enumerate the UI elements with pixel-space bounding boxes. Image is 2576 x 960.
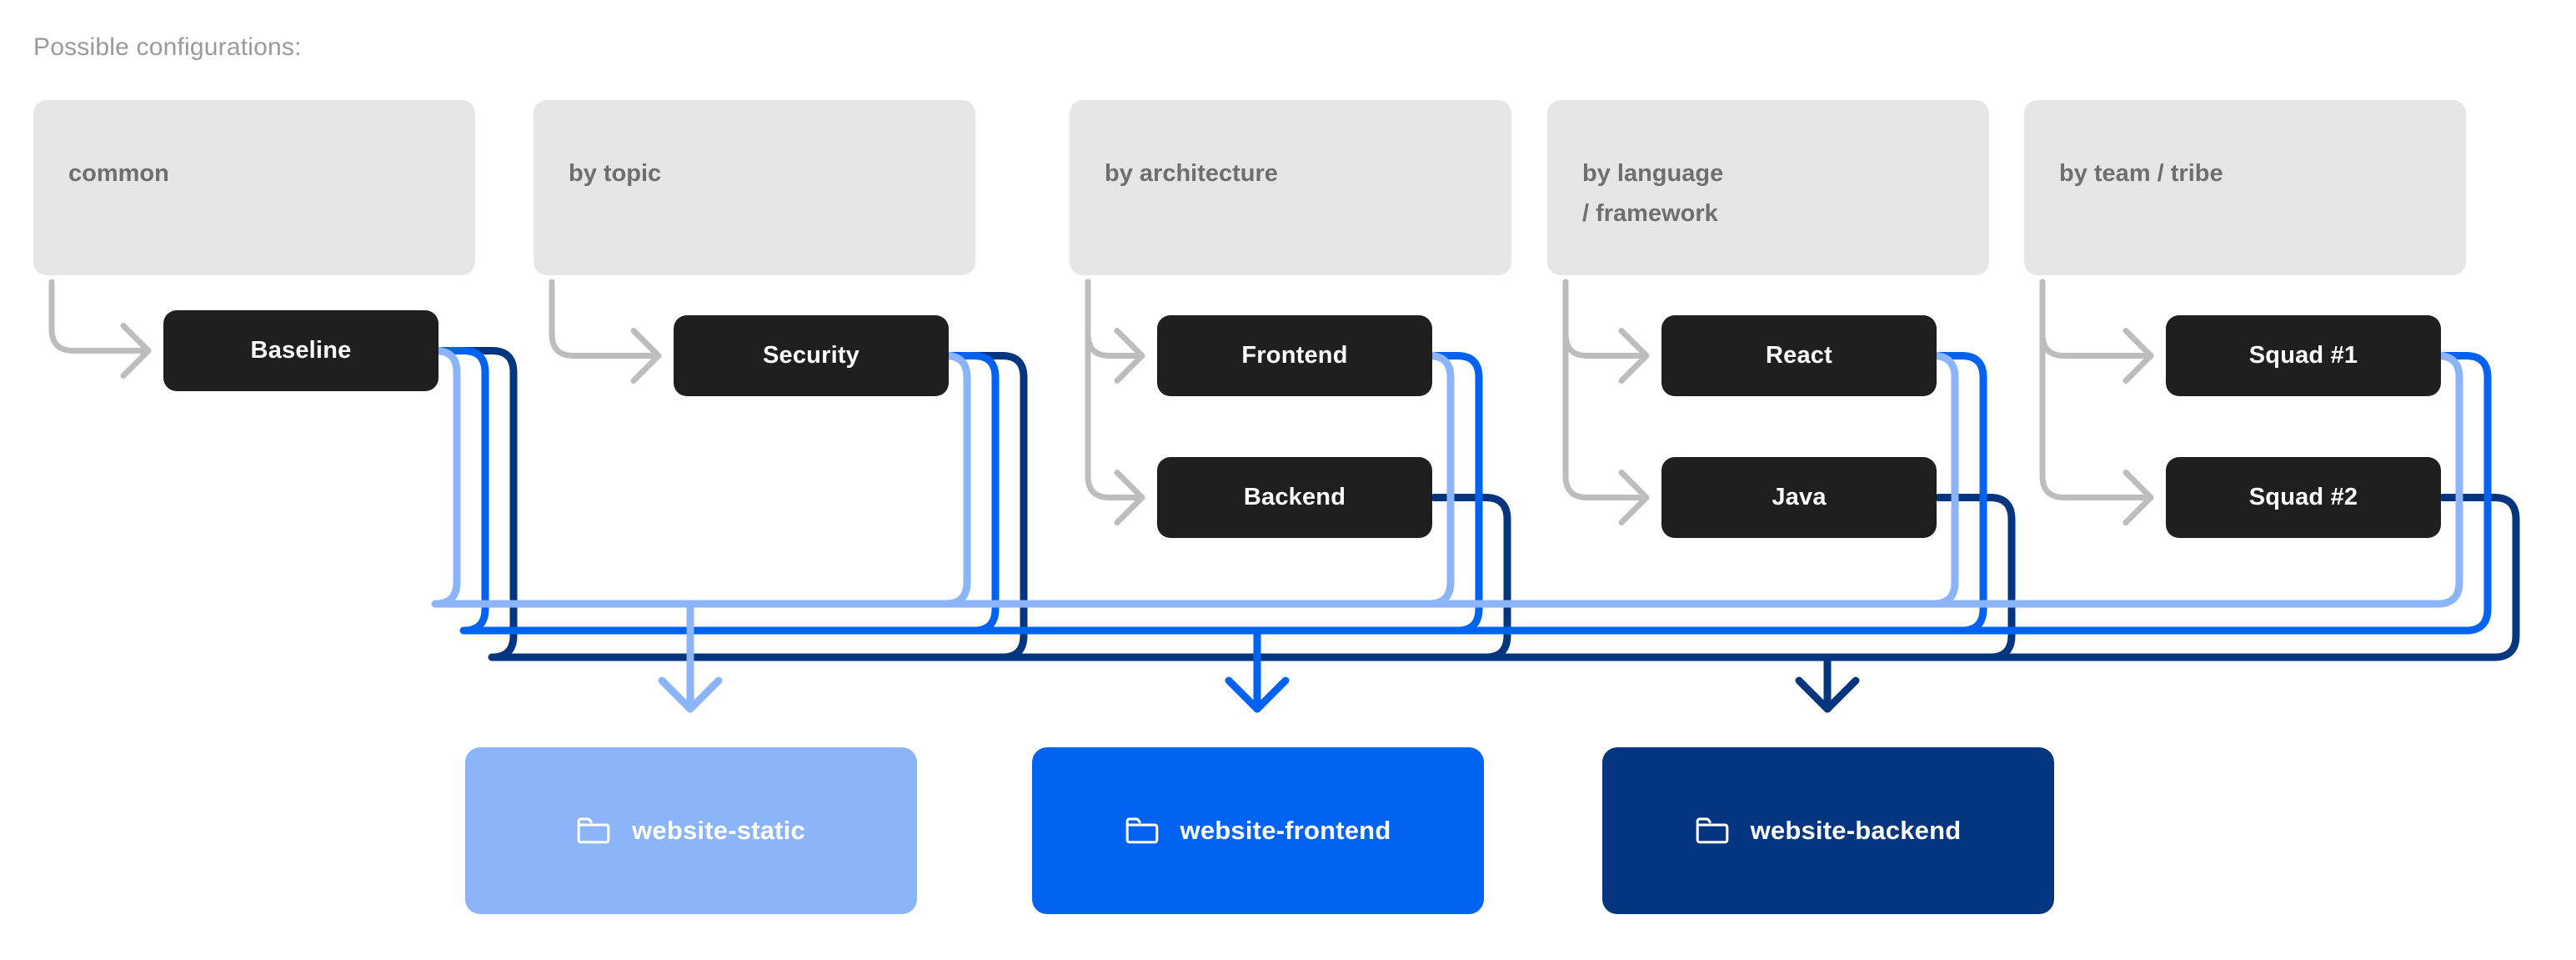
node-box-react[interactable]: React	[1661, 315, 1937, 396]
folder-icon	[1696, 817, 1728, 844]
repo-card-label: website-static	[632, 816, 805, 845]
category-panel-1: by topic	[534, 100, 975, 275]
grey-arrowhead-icon	[1114, 328, 1145, 384]
node-box-label: Security	[762, 342, 860, 369]
wire-light-blue	[431, 347, 694, 608]
arrowhead-icon-medium-blue	[1225, 676, 1290, 713]
wire-dark-blue	[436, 347, 1832, 661]
node-box-squad-1[interactable]: Squad #1	[2166, 315, 2441, 396]
repo-card-label: website-backend	[1750, 816, 1962, 845]
node-box-baseline[interactable]: Baseline	[163, 310, 439, 391]
repo-card-website-frontend[interactable]: website-frontend	[1032, 747, 1484, 914]
grey-elbow-connector	[549, 279, 662, 359]
grey-arrowhead-icon	[630, 328, 662, 384]
node-box-label: Frontend	[1241, 342, 1348, 369]
category-panel-label: by topic	[569, 160, 662, 187]
grey-arrowhead-icon	[120, 323, 152, 379]
grey-elbow-connector	[2039, 279, 2154, 359]
node-box-label: React	[1766, 342, 1832, 369]
grey-elbow-connector	[1085, 279, 1145, 359]
node-box-label: Backend	[1243, 484, 1346, 510]
grey-elbow-connector	[2039, 279, 2154, 500]
node-box-security[interactable]: Security	[674, 315, 949, 396]
repo-card-label: website-frontend	[1180, 816, 1391, 845]
folder-icon	[1125, 817, 1158, 844]
grey-arrowhead-icon	[1618, 470, 1650, 525]
folder-icon	[577, 817, 610, 844]
grey-elbow-connector	[1562, 279, 1650, 359]
grey-elbow-connector	[48, 279, 152, 354]
grey-arrowhead-icon	[1618, 328, 1650, 384]
node-box-backend[interactable]: Backend	[1157, 457, 1432, 538]
node-box-label: Squad #2	[2248, 484, 2358, 510]
repo-card-website-static[interactable]: website-static	[465, 747, 917, 914]
category-panel-label: common	[68, 160, 169, 187]
grey-elbow-connector	[1562, 279, 1650, 500]
category-panel-3: by language / framework	[1547, 100, 1989, 275]
category-panel-label: by language / framework	[1582, 160, 1724, 227]
category-panel-2: by architecture	[1070, 100, 1511, 275]
node-box-label: Java	[1772, 484, 1827, 510]
category-panel-0: common	[33, 100, 475, 275]
node-box-label: Baseline	[250, 337, 352, 364]
node-box-frontend[interactable]: Frontend	[1157, 315, 1432, 396]
page-title: Possible configurations:	[33, 33, 302, 61]
grey-arrowhead-icon	[2122, 470, 2154, 525]
grey-arrowhead-icon	[1114, 470, 1145, 525]
arrowhead-icon-dark-blue	[1795, 676, 1860, 713]
arrowhead-icon-light-blue	[658, 676, 723, 713]
repo-card-website-backend[interactable]: website-backend	[1602, 747, 2054, 914]
node-box-label: Squad #1	[2248, 342, 2358, 369]
node-box-java[interactable]: Java	[1661, 457, 1937, 538]
category-panel-label: by team / tribe	[2059, 160, 2223, 187]
grey-elbow-connector	[1085, 279, 1145, 500]
grey-arrowhead-icon	[2122, 328, 2154, 384]
category-panel-label: by architecture	[1105, 160, 1278, 187]
category-panel-4: by team / tribe	[2024, 100, 2466, 275]
node-box-squad-2[interactable]: Squad #2	[2166, 457, 2441, 538]
